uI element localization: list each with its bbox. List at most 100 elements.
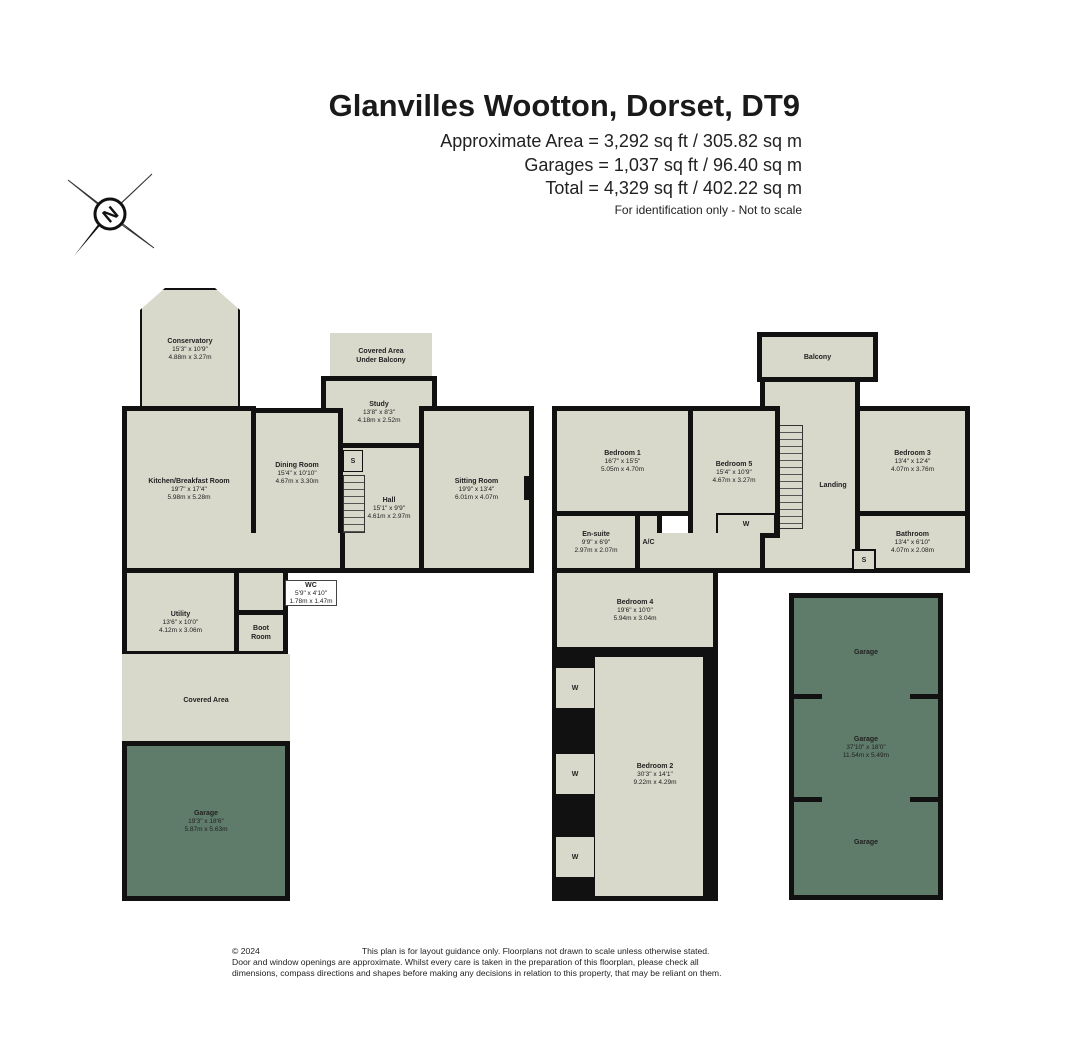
room-dims-imperial: 15'1" x 9'9" [372,504,406,512]
covered-area-under-balcony: Covered Area Under Balcony [330,333,432,379]
room-dims-metric: 11.54m x 5.49m [842,752,890,759]
room-dims-metric: 9.22m x 4.29m [633,779,677,786]
room-dims-imperial: 9'9" x 6'9" [581,538,611,546]
room-dims-imperial: 15'4" x 10'9" [716,468,752,476]
page-title: Glanvilles Wootton, Dorset, DT9 [328,88,800,123]
room-name: Covered Area [358,348,404,355]
covered-area: Covered Area [122,654,290,746]
store-label: S [350,457,356,465]
room-garage-attached: Garage 19'3" x 18'6" 5.87m x 5.63m [122,741,290,901]
room-name: Balcony [803,353,832,361]
room-dims-imperial: 19'6" x 10'0" [617,606,653,614]
room-bedroom-3: Bedroom 3 13'4" x 12'4" 4.07m x 3.76m [855,406,970,516]
wc-label-box: WC 5'9" x 4'10" 1.78m x 1.47m [285,580,337,606]
store-label: S [861,556,867,564]
room-dims-metric: 4.67m x 3.27m [712,476,756,484]
room-dims-metric: 5.05m x 4.70m [601,465,644,473]
bedroom-2-wardrobe: W [556,837,594,877]
room-dims-metric: 5.87m x 5.63m [184,825,228,833]
bedroom-2-wardrobe: W [556,754,594,794]
room-name: En-suite [582,530,610,538]
garage-main-label: Garage 37'10" x 18'0" 11.54m x 5.49m [843,735,889,760]
room-wc [234,568,288,615]
identification-note: For identification only - Not to scale [614,203,802,217]
landing-store-cupboard: S [852,549,876,571]
room-name: Hall [382,496,396,504]
bedroom-5-wardrobe: W [716,513,776,535]
room-name: Garage [853,736,879,743]
hall-staircase [343,475,365,533]
bedroom-2-floor [595,657,703,896]
room-name: Bedroom 2 [636,763,674,770]
room-name: WC [305,582,317,589]
garage-pier [792,797,822,802]
room-dims-imperial: 15'4" x 10'10" [277,469,317,477]
room-dims-metric: 4.12m x 3.06m [159,626,202,634]
room-dims-imperial: 13'4" x 12'4" [894,457,931,465]
wardrobe-label: W [571,684,579,692]
room-name: Bathroom [895,530,930,538]
room-name: Bedroom 1 [604,449,641,457]
garages-area: Garages = 1,037 sq ft / 96.40 sq m [524,155,802,175]
room-bedroom-1: Bedroom 1 16'7" x 15'5" 5.05m x 4.70m [552,406,693,516]
total-area: Total = 4,329 sq ft / 402.22 sq m [545,178,802,198]
room-dims-imperial: 13'8" x 8'3" [362,408,396,416]
bedroom-2-wardrobe: W [556,668,594,708]
room-name: Covered Area [183,696,229,704]
room-dims-metric: 4.88m x 3.27m [168,353,212,361]
outbuilding-garage: Garage Garage 37'10" x 18'0" 11.54m x 5.… [789,593,943,900]
room-conservatory: Conservatory 15'3" x 10'9" 4.88m x 3.27m [140,288,240,410]
room-dims-imperial: 19'7" x 17'4" [171,486,207,493]
room-dims-imperial: 13'4" x 6'10" [894,538,931,546]
room-boot-room: Boot Room [234,610,288,656]
room-dims-metric: 4.07m x 3.76m [891,465,934,473]
room-name: Sitting Room [454,478,499,485]
fireplace [524,476,532,500]
garage-pier [792,694,822,699]
disclaimer-line-3: dimensions, compass directions and shape… [232,968,722,978]
garage-pier [910,797,940,802]
room-name: Landing [819,481,847,489]
room-name: Conservatory [167,337,213,345]
room-name: Utility [170,610,191,618]
room-en-suite: En-suite 9'9" x 6'9" 2.97m x 2.07m [552,511,640,573]
room-name: Bedroom 3 [894,449,931,457]
room-dims-imperial: 37'10" x 18'0" [846,744,886,751]
room-name: Bedroom 5 [715,460,753,468]
garage-bay-label: Garage [853,839,879,846]
room-name: Kitchen/Breakfast Room [148,478,230,485]
room-name-line2: Under Balcony [356,357,406,364]
room-dims-imperial: 19'3" x 18'6" [188,817,224,825]
room-dims-metric: 4.61m x 2.97m [367,512,411,520]
disclaimer-line-1: This plan is for layout guidance only. F… [361,946,710,956]
room-dims-imperial: 5'9" x 4'10" [294,590,328,597]
room-dims-metric: 6.01m x 4.07m [455,494,498,501]
room-dims-imperial: 15'3" x 10'9" [172,345,208,353]
room-dims-imperial: 30'3" x 14'1" [637,771,673,778]
room-name: Boot [253,625,269,632]
room-sitting: Sitting Room 19'9" x 13'4" 6.01m x 4.07m [419,406,534,573]
disclaimer-line-2: Door and window openings are approximate… [232,957,699,967]
room-name: Garage [193,809,219,817]
room-dining: Dining Room 15'4" x 10'10" 4.67m x 3.30m [251,408,343,538]
hall-store-cupboard: S [343,450,363,472]
room-kitchen-breakfast: Kitchen/Breakfast Room 19'7" x 17'4" 5.9… [122,406,256,573]
wardrobe-label: W [571,853,579,861]
landing-staircase [779,425,803,529]
room-dims-metric: 4.67m x 3.30m [275,477,319,485]
approximate-area: Approximate Area = 3,292 sq ft / 305.82 … [440,131,802,151]
room-name: Study [369,400,389,408]
room-dims-metric: 1.78m x 1.47m [289,598,333,605]
balcony: Balcony [757,332,878,382]
room-dims-imperial: 13'6" x 10'0" [162,618,199,626]
room-dims-metric: 5.98m x 5.28m [167,494,211,501]
room-dims-imperial: 16'7" x 15'5" [604,457,641,465]
room-dims-metric: 5.94m x 3.04m [613,614,657,622]
garage-pier [910,694,940,699]
room-dims-metric: 4.18m x 2.52m [357,416,401,424]
room-bedroom-4: Bedroom 4 19'6" x 10'0" 5.94m x 3.04m [552,568,718,652]
upper-corridor [657,533,765,573]
room-dims-metric: 4.07m x 2.08m [891,546,934,554]
copyright: © 2024 [232,946,260,956]
wardrobe-label: W [571,770,579,778]
